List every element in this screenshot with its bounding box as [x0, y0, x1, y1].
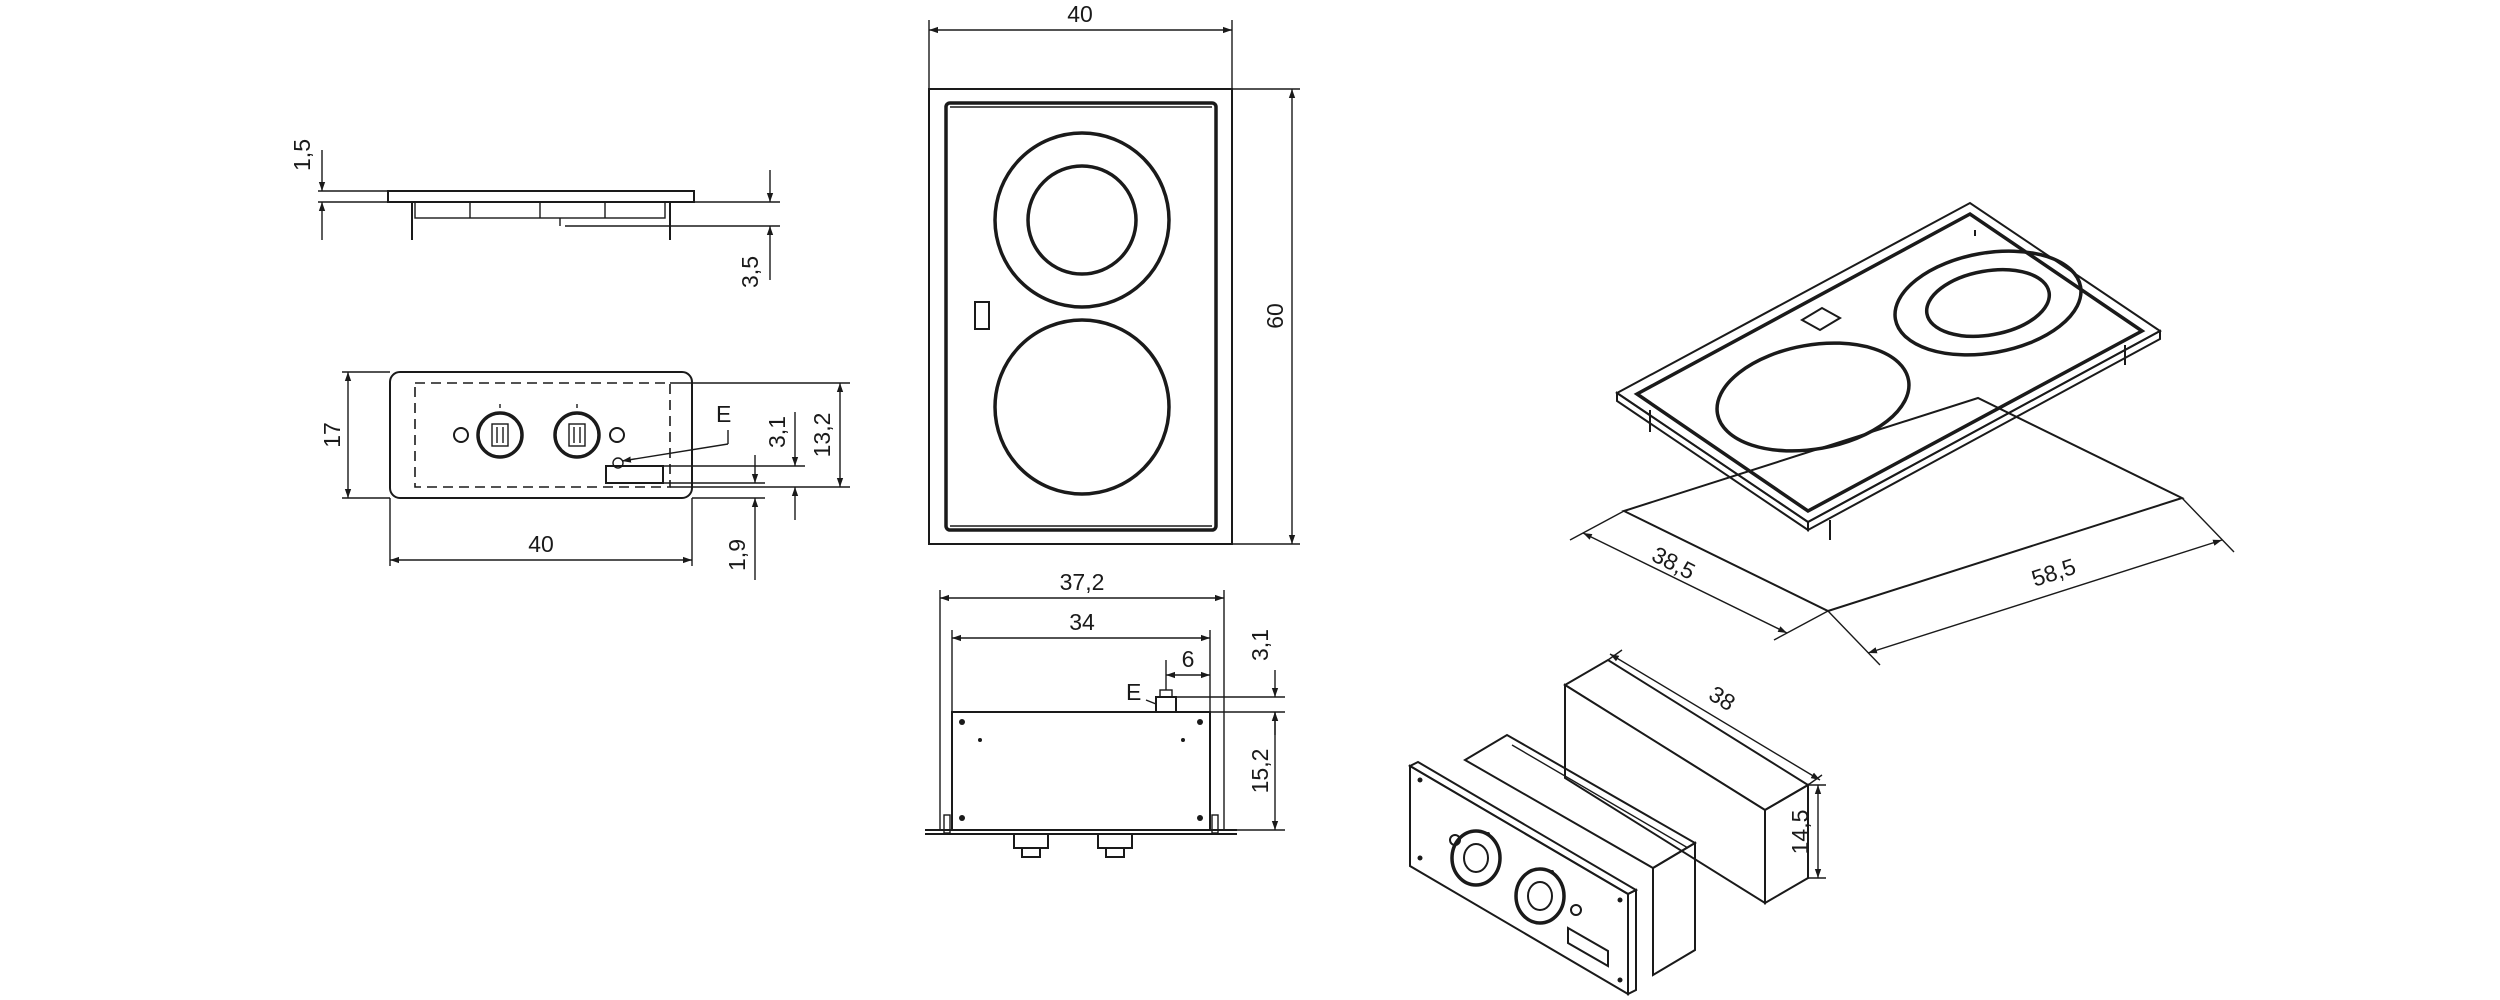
front-e-label: E	[716, 401, 731, 427]
dim-box-height-iso: 14,5	[1787, 810, 1813, 855]
front-view: E 17 40 13,2 3,1 1,9	[319, 371, 850, 580]
dim-front-inner-height: 13,2	[809, 413, 835, 458]
dim-box-top-gap: 3,1	[1247, 629, 1273, 661]
dim-front-bottom: 1,9	[724, 539, 750, 571]
dim-box-outer-width: 37,2	[1060, 569, 1105, 595]
dim-side-thickness: 1,5	[289, 139, 315, 171]
dim-box-width: 34	[1069, 609, 1095, 635]
iso-box: 38 14,5	[1407, 649, 1826, 996]
dim-front-e-height: 3,1	[764, 416, 790, 448]
dim-box-height: 15,2	[1247, 749, 1273, 794]
dim-box-depth: 38	[1704, 680, 1739, 716]
top-view: 40 60	[928, 1, 1300, 545]
box-e-label: E	[1126, 679, 1141, 705]
dim-side-leg: 3,5	[737, 256, 763, 288]
dim-cutout-length: 58,5	[2028, 553, 2079, 592]
box-view: E 37,2 34 6 3,1 15,2	[925, 569, 1285, 858]
dim-top-width: 40	[1067, 1, 1093, 27]
dim-top-height: 60	[1262, 303, 1288, 329]
dim-front-height: 17	[319, 422, 345, 448]
dim-front-width: 40	[528, 531, 554, 557]
dim-box-e-offset: 6	[1182, 646, 1195, 672]
side-view: 1,5 3,5	[289, 139, 780, 288]
iso-hob: 38,5 58,5	[1569, 201, 2235, 666]
